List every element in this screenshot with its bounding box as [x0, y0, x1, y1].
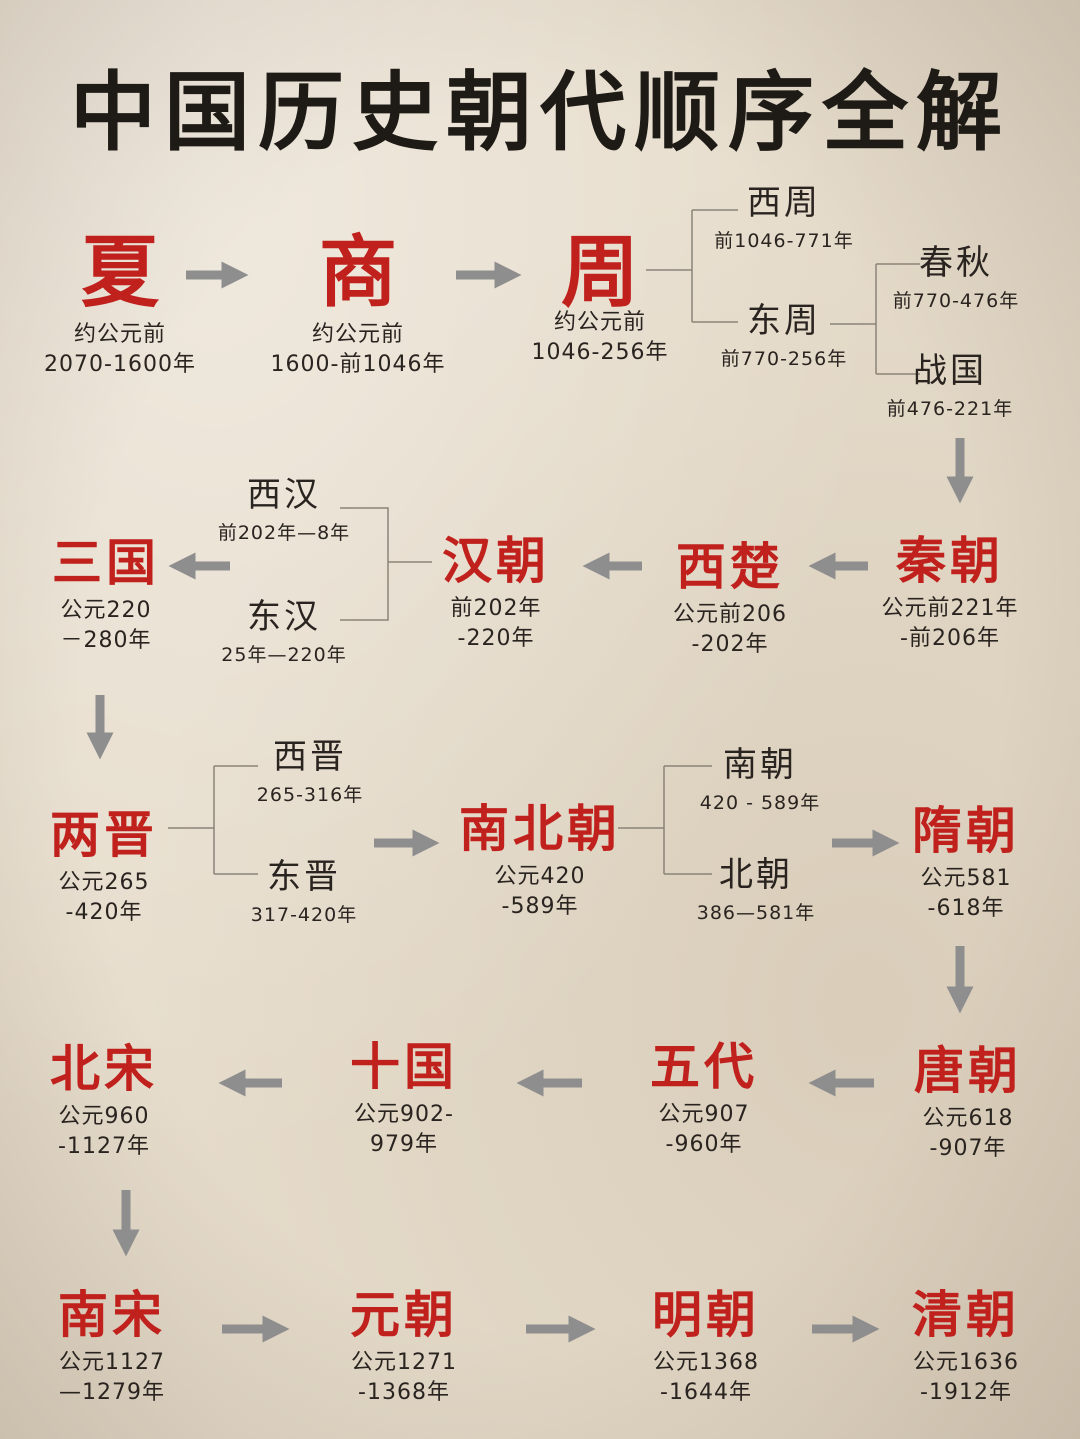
- dynasty-name: 清朝: [912, 1286, 1020, 1344]
- dynasty-nanbeichao: 南北朝 公元420-589年: [459, 804, 621, 922]
- dynasty-name: 夏: [80, 228, 160, 318]
- sub-xihan: 西汉 前202年—8年: [217, 475, 351, 544]
- dynasty-liangjin: 两晋 公元265-420年: [50, 810, 158, 928]
- dynasty-name: 北宋: [50, 1040, 158, 1098]
- dynasty-yuan: 元朝 公元1271-1368年: [350, 1290, 458, 1408]
- dynasty-date: 公元907-960年: [658, 1102, 750, 1157]
- dynasty-name: 两晋: [50, 806, 158, 864]
- sub-chunqiu: 春秋 前770-476年: [892, 243, 1020, 312]
- dynasty-tang: 唐朝 公元618-907年: [914, 1046, 1022, 1164]
- dynasty-qing: 清朝 公元1636-1912年: [912, 1290, 1020, 1408]
- dynasty-qin: 秦朝 公元前221年-前206年: [882, 536, 1019, 654]
- dynasty-name: 五代: [650, 1038, 758, 1096]
- dynasty-name: 秦朝: [896, 532, 1004, 590]
- dynasty-name: 南北朝: [459, 800, 621, 858]
- dynasty-name: 隋朝: [912, 802, 1020, 860]
- dynasty-date: 公元1127—1279年: [59, 1350, 165, 1405]
- sub-beichao: 北朝 386—581年: [696, 855, 816, 924]
- dynasty-date: 公元1271-1368年: [351, 1350, 457, 1405]
- dynasty-name: 十国: [350, 1038, 458, 1096]
- dynasty-ming: 明朝 公元1368-1644年: [652, 1290, 760, 1408]
- dynasty-date: 公元618-907年: [922, 1106, 1014, 1161]
- dynasty-date: 公元220－280年: [60, 598, 152, 653]
- dynasty-han: 汉朝 前202年-220年: [442, 536, 550, 654]
- dynasty-name: 明朝: [652, 1286, 760, 1344]
- sub-xijin: 西晋 265-316年: [256, 737, 364, 806]
- dynasty-nansong: 南宋 公元1127—1279年: [58, 1290, 166, 1408]
- sub-dongzhou: 东周 前770-256年: [720, 301, 848, 370]
- page-title: 中国历史朝代顺序全解: [70, 63, 1010, 163]
- dynasty-name: 南宋: [58, 1286, 166, 1344]
- dynasty-date: 公元265-420年: [58, 870, 150, 925]
- dynasty-date: 公元1368-1644年: [653, 1350, 759, 1405]
- sub-donghan: 东汉 25年—220年: [221, 597, 347, 666]
- dynasty-name: 三国: [52, 534, 160, 592]
- dynasty-wudai: 五代 公元907-960年: [650, 1042, 758, 1160]
- sub-zhanguo: 战国 前476-221年: [886, 351, 1014, 420]
- dynasty-name: 唐朝: [914, 1042, 1022, 1100]
- dynasty-name: 周: [560, 228, 640, 318]
- dynasty-date: 前202年-220年: [450, 596, 542, 651]
- dynasty-xichu: 西楚 公元前206-202年: [673, 542, 787, 660]
- dynasty-date: 公元前221年-前206年: [881, 596, 1019, 651]
- dynasty-date: 公元581-618年: [920, 866, 1012, 921]
- dynasty-sanguo: 三国 公元220－280年: [52, 538, 160, 656]
- dynasty-name: 元朝: [350, 1286, 458, 1344]
- sub-dongjin: 东晋 317-420年: [250, 857, 358, 926]
- dynasty-date: 公元960-1127年: [58, 1104, 150, 1159]
- dynasty-date: 公元前206-202年: [673, 602, 787, 657]
- dynasty-date: 公元1636-1912年: [913, 1350, 1019, 1405]
- bracket-nanbei: [618, 765, 712, 875]
- bracket-han: [340, 507, 432, 621]
- bracket-dongzhou: [830, 263, 920, 375]
- sub-xizhou: 西周 前1046-771年: [714, 183, 854, 252]
- dynasty-shiguo: 十国 公元902-979年: [350, 1042, 458, 1160]
- dynasty-date: 公元420-589年: [494, 864, 586, 919]
- dynasty-date: 公元902-979年: [354, 1102, 454, 1157]
- dynasty-name: 汉朝: [442, 532, 550, 590]
- dynasty-name: 西楚: [676, 538, 784, 596]
- dynasty-sui: 隋朝 公元581-618年: [912, 806, 1020, 924]
- sub-nanchao: 南朝 420 - 589年: [699, 745, 821, 814]
- bracket-liangjin: [168, 765, 258, 875]
- dynasty-beisong: 北宋 公元960-1127年: [50, 1044, 158, 1162]
- bracket-zhou: [646, 209, 738, 323]
- dynasty-name: 商: [318, 228, 398, 318]
